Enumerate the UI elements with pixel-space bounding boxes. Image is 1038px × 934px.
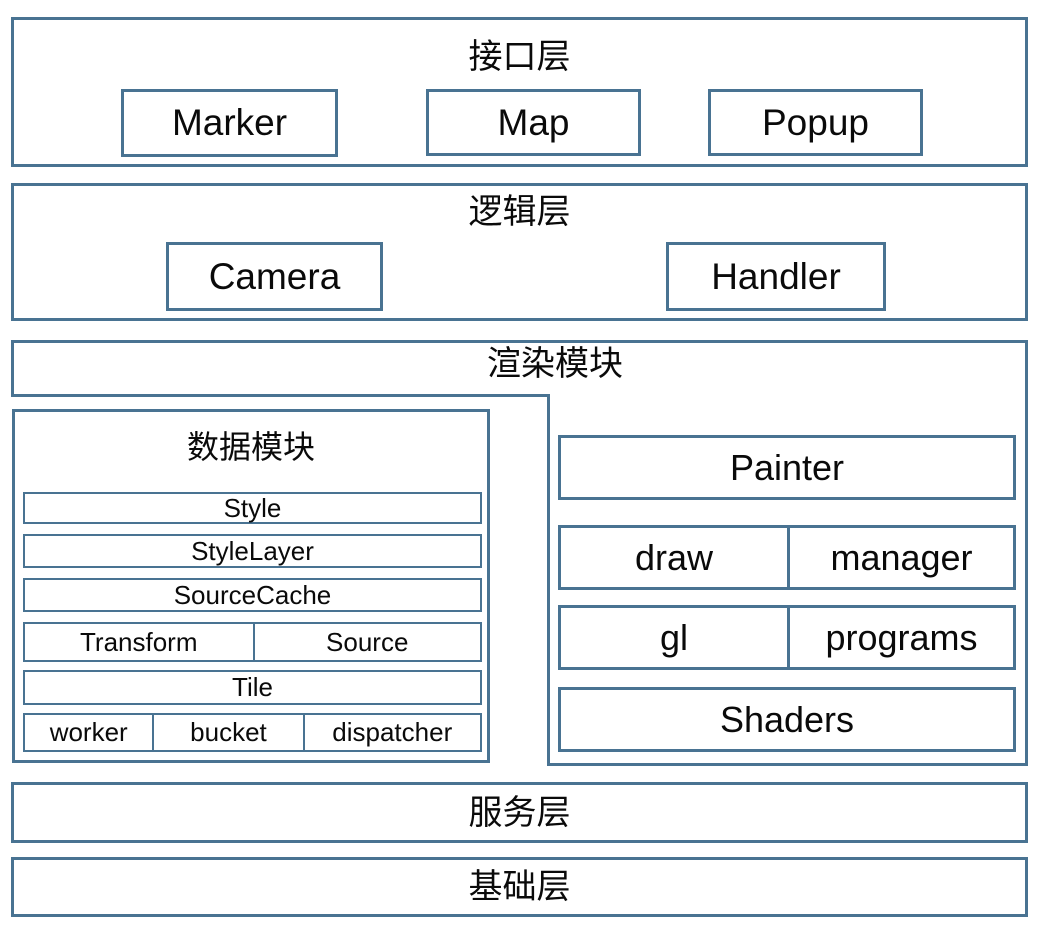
draw-cell: draw	[634, 536, 714, 578]
gl-programs-box: gl programs	[558, 605, 1016, 670]
programs-cell: programs	[787, 608, 1013, 667]
bucket-cell: bucket	[152, 715, 302, 750]
render-module-title: 渲染模块	[487, 345, 623, 383]
stylelayer-row: StyleLayer	[23, 534, 482, 568]
gl-cell: gl	[659, 616, 689, 658]
base-layer-box: 基础层	[11, 857, 1028, 917]
shaders-box: Shaders	[558, 687, 1016, 752]
logic-layer-title: 逻辑层	[468, 193, 571, 231]
worker-bucket-dispatcher-row: worker bucket dispatcher	[23, 713, 482, 752]
dispatcher-cell: dispatcher	[302, 715, 480, 750]
sourcecache-row: SourceCache	[23, 578, 482, 612]
base-layer-title: 基础层	[468, 868, 571, 906]
service-layer-title: 服务层	[468, 793, 571, 832]
render-module-outline-left	[11, 340, 547, 397]
source-cell: Source	[252, 624, 481, 660]
worker-cell: worker	[49, 717, 128, 747]
draw-manager-box: draw manager	[558, 525, 1016, 590]
logic-layer-box: 逻辑层 Camera Handler	[11, 183, 1028, 321]
map-box: Map	[426, 89, 641, 156]
transform-cell: Transform	[80, 626, 198, 657]
transform-source-row: Transform Source	[23, 622, 482, 662]
interface-layer-box: 接口层 Marker Map Popup	[11, 17, 1028, 167]
interface-layer-title: 接口层	[468, 38, 571, 76]
render-module-outline-divider	[547, 394, 550, 766]
camera-box: Camera	[166, 242, 383, 311]
data-module-box: 数据模块 Style StyleLayer SourceCache Transf…	[12, 409, 490, 763]
render-module-outline-right	[547, 340, 1028, 766]
style-row: Style	[23, 492, 482, 524]
marker-box: Marker	[121, 89, 338, 157]
tile-row: Tile	[23, 670, 482, 705]
popup-box: Popup	[708, 89, 923, 156]
handler-box: Handler	[666, 242, 886, 311]
manager-cell: manager	[787, 528, 1013, 587]
painter-box: Painter	[558, 435, 1016, 500]
service-layer-box: 服务层	[11, 782, 1028, 843]
data-module-title: 数据模块	[186, 429, 315, 465]
